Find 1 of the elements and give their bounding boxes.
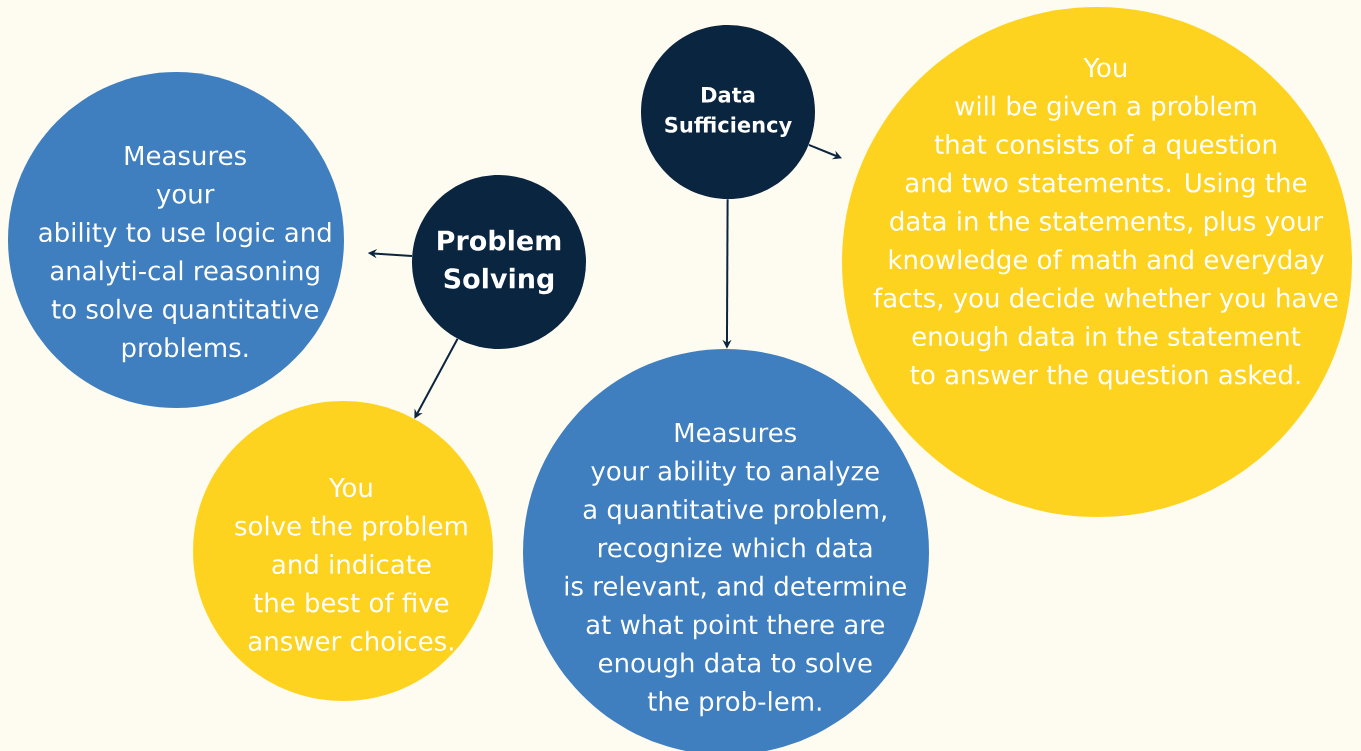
arrow [414, 337, 459, 419]
